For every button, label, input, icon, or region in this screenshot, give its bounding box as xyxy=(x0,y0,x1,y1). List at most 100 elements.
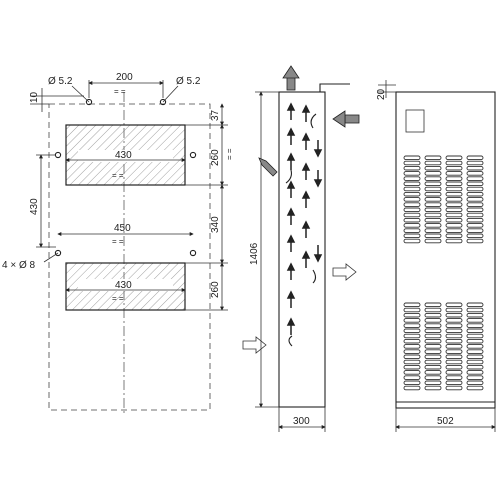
panel-outline xyxy=(48,103,211,411)
louver-slot xyxy=(466,312,484,318)
svg-text:= =: = = xyxy=(225,148,234,160)
louver-slot xyxy=(445,171,463,176)
louver-slot xyxy=(403,181,421,187)
louver-slot xyxy=(424,318,442,323)
louver-slot xyxy=(403,328,421,334)
louver-slot xyxy=(466,197,484,202)
hole-small-right-label: Ø 5.2 xyxy=(176,76,201,87)
louver-slot xyxy=(424,344,442,349)
louver-slot xyxy=(466,181,484,187)
louver-slot xyxy=(424,364,442,370)
air-arrow-diagonal-icon xyxy=(258,157,278,177)
louver-slot xyxy=(403,176,421,181)
louver-slot xyxy=(424,228,442,233)
nameplate xyxy=(405,109,425,133)
dim-430-upper: 430 xyxy=(115,150,132,161)
louver-slot xyxy=(403,223,421,228)
louver-slot xyxy=(466,165,484,171)
louver-slot xyxy=(466,191,484,197)
louver-slot xyxy=(403,354,421,360)
louver-slot xyxy=(445,385,463,391)
louver-slot xyxy=(424,359,442,365)
louver-slot xyxy=(445,344,463,349)
dim-340: 340 xyxy=(210,216,221,233)
louver-slot xyxy=(466,307,484,313)
dim-430-lower: 430 xyxy=(115,280,132,291)
louver-slot xyxy=(466,207,484,213)
dim-200: 200 xyxy=(116,72,133,83)
louver-slot xyxy=(445,364,463,370)
hole-large-lower-right xyxy=(189,249,197,257)
dim-37: 37 xyxy=(210,109,221,121)
louver-slot xyxy=(466,217,484,223)
louver-slot xyxy=(403,375,421,380)
hole-large-upper-right xyxy=(189,151,197,159)
louver-slot xyxy=(424,338,442,344)
louver-slot xyxy=(424,207,442,213)
louver-slot xyxy=(403,160,421,166)
dim-20: 20 xyxy=(376,88,387,100)
hole-small-right xyxy=(159,98,167,106)
louver-slot xyxy=(466,155,484,161)
louver-slot xyxy=(466,176,484,181)
louver-slot xyxy=(445,217,463,223)
louver-grid-upper xyxy=(403,155,484,244)
louver-slot xyxy=(424,202,442,207)
louver-slot xyxy=(466,370,484,375)
louver-slot xyxy=(466,160,484,166)
louver-slot xyxy=(445,323,463,328)
louver-slot xyxy=(466,380,484,386)
louver-slot xyxy=(466,354,484,360)
louver-slot xyxy=(403,228,421,233)
dim-260-lower: 260 xyxy=(210,281,221,298)
louver-slot xyxy=(403,186,421,192)
louver-slot xyxy=(445,160,463,166)
louver-slot xyxy=(403,165,421,171)
louver-slot xyxy=(466,238,484,244)
hole-small-left xyxy=(85,98,93,106)
louver-slot xyxy=(466,212,484,218)
hole-small-left-label: Ø 5.2 xyxy=(48,76,73,87)
dim-10: 10 xyxy=(29,91,40,103)
louver-slot xyxy=(403,349,421,354)
louver-slot xyxy=(403,197,421,202)
louver-slot xyxy=(403,212,421,218)
louver-slot xyxy=(403,238,421,244)
side-housing xyxy=(278,91,326,408)
louver-slot xyxy=(403,385,421,391)
svg-text:= =: = = xyxy=(112,294,124,303)
louver-slot xyxy=(445,165,463,171)
louver-slot xyxy=(445,202,463,207)
dim-430-vertical: 430 xyxy=(29,198,40,215)
louver-slot xyxy=(424,375,442,380)
louver-slot xyxy=(445,359,463,365)
louver-slot xyxy=(424,238,442,244)
louver-slot xyxy=(403,155,421,161)
dim-450: 450 xyxy=(114,223,131,234)
louver-slot xyxy=(403,370,421,375)
louver-slot xyxy=(424,312,442,318)
louver-slot xyxy=(466,359,484,365)
louver-slot xyxy=(403,344,421,349)
air-arrow-up-icon xyxy=(282,65,300,91)
louver-slot xyxy=(424,323,442,328)
louver-grid-lower xyxy=(403,302,484,391)
louver-slot xyxy=(403,338,421,344)
louver-slot xyxy=(445,212,463,218)
dim-502: 502 xyxy=(437,416,454,427)
louver-slot xyxy=(424,385,442,391)
louver-slot xyxy=(466,328,484,334)
louver-slot xyxy=(424,307,442,313)
louver-slot xyxy=(445,181,463,187)
louver-slot xyxy=(403,307,421,313)
louver-slot xyxy=(466,223,484,228)
equal-mark-top: = = xyxy=(114,87,126,96)
louver-slot xyxy=(424,333,442,339)
louver-slot xyxy=(424,302,442,308)
louver-slot xyxy=(466,318,484,323)
louver-slot xyxy=(445,307,463,313)
louver-slot xyxy=(403,233,421,239)
louver-slot xyxy=(403,323,421,328)
louver-slot xyxy=(424,212,442,218)
